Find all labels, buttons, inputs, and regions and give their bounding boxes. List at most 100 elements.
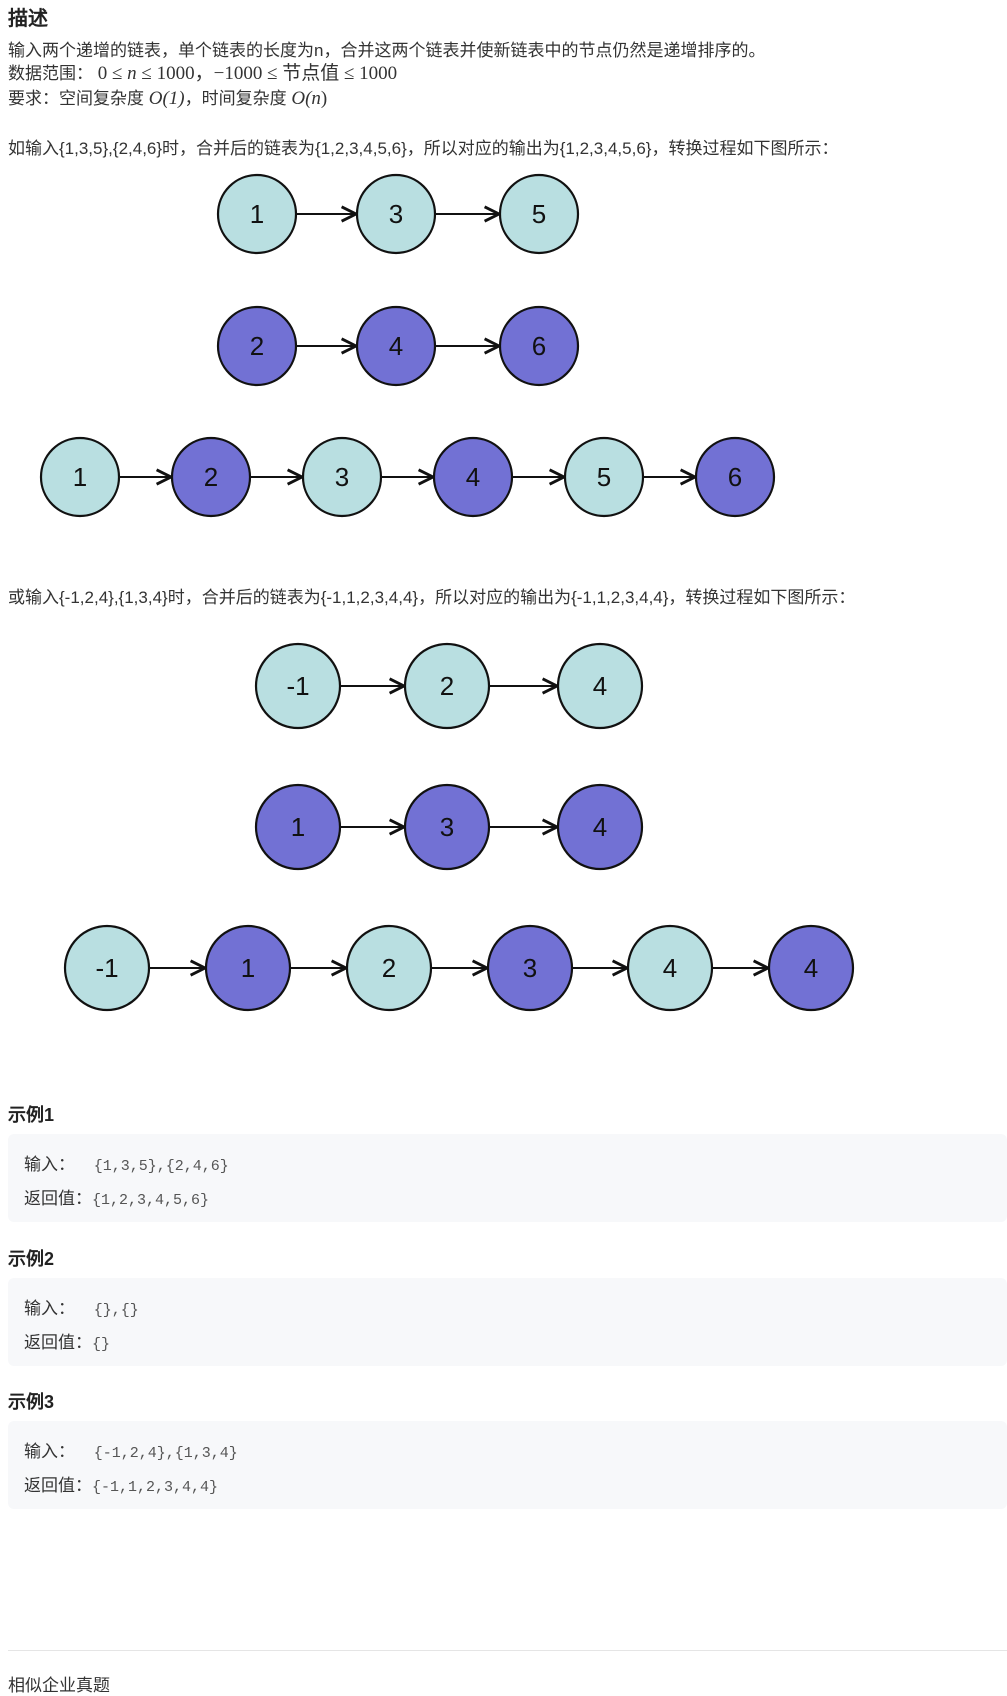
node-label: 6 [532, 331, 546, 361]
example-2-title: 示例2 [8, 1249, 55, 1269]
list-node: 5 [563, 436, 645, 518]
list-node: 4 [767, 924, 855, 1012]
node-label: 5 [597, 462, 611, 492]
space-complexity: O(1) [148, 88, 185, 109]
linked-list: -1 2 4 [254, 642, 644, 730]
node-label: -1 [286, 671, 309, 701]
node-circle [403, 642, 491, 730]
node-circle [345, 924, 433, 1012]
example-1-title: 示例1 [8, 1105, 55, 1125]
list-node: 4 [626, 924, 714, 1012]
output-value: {} [92, 1336, 111, 1353]
node-circle [498, 173, 580, 255]
input-label: 输入： [24, 1155, 75, 1174]
example-2-output: 返回值：{} [24, 1328, 110, 1353]
node-label: 4 [593, 812, 607, 842]
node-label: 2 [440, 671, 454, 701]
node-circle [563, 436, 645, 518]
node-circle [403, 783, 491, 871]
node-circle [626, 924, 714, 1012]
merge-diagram-1: 1 3 5 2 4 6 1 2 3 4 5 6 [39, 173, 776, 518]
node-circle [432, 436, 514, 518]
list-node: 3 [486, 924, 574, 1012]
node-label: 6 [728, 462, 742, 492]
data-range-formula: 0 ≤ n ≤ 1000，−1000 ≤ 节点值 ≤ 1000 [97, 63, 398, 84]
list-node: 1 [39, 436, 121, 518]
node-label: 4 [593, 671, 607, 701]
node-label: 3 [440, 812, 454, 842]
list-node: 4 [355, 305, 437, 387]
example-explanation-1: 如输入{1,3,5},{2,4,6}时，合并后的链表为{1,2,3,4,5,6}… [8, 139, 839, 158]
node-circle [767, 924, 855, 1012]
node-label: 2 [204, 462, 218, 492]
node-circle [216, 173, 298, 255]
list-node: 1 [254, 783, 342, 871]
requirement-separator: ，时间复杂度 [184, 89, 292, 108]
node-label: 2 [250, 331, 264, 361]
node-label: 1 [291, 812, 305, 842]
example-explanation-2: 或输入{-1,2,4},{1,3,4}时，合并后的链表为{-1,1,2,3,4,… [8, 588, 856, 607]
example-1-box: 输入： {1,3,5},{2,4,6} 返回值：{1,2,3,4,5,6} [8, 1134, 1007, 1222]
list-node: 2 [403, 642, 491, 730]
node-circle [486, 924, 574, 1012]
list-node: -1 [63, 924, 151, 1012]
node-label: 4 [663, 953, 677, 983]
node-label: 1 [73, 462, 87, 492]
list-node: 2 [170, 436, 252, 518]
output-label: 返回值： [24, 1333, 92, 1352]
node-circle [355, 305, 437, 387]
node-circle [694, 436, 776, 518]
section-divider [8, 1650, 1007, 1651]
input-label: 输入： [24, 1299, 75, 1318]
linked-list: 1 3 5 [216, 173, 580, 255]
example-2-input: 输入： {},{} [24, 1294, 139, 1319]
example-3-input: 输入： {-1,2,4},{1,3,4} [24, 1437, 238, 1462]
node-circle [556, 642, 644, 730]
list-node: 6 [498, 305, 580, 387]
example-3-title: 示例3 [8, 1392, 55, 1412]
list-node: 5 [498, 173, 580, 255]
output-label: 返回值： [24, 1476, 92, 1495]
output-value: {1,2,3,4,5,6} [92, 1192, 210, 1209]
list-node: 3 [355, 173, 437, 255]
node-circle [216, 305, 298, 387]
similar-questions-link[interactable]: 相似企业真题 [8, 1676, 110, 1695]
complexity-requirement: 要求：空间复杂度 O(1)，时间复杂度 O(n) [8, 84, 327, 110]
node-label: 3 [389, 199, 403, 229]
time-complexity: O(n) [291, 88, 328, 109]
list-node: 4 [556, 783, 644, 871]
input-value: {1,3,5},{2,4,6} [93, 1158, 229, 1175]
node-circle [254, 642, 342, 730]
data-range-label: 数据范围： [8, 64, 93, 83]
node-circle [39, 436, 121, 518]
linked-list: 2 4 6 [216, 305, 580, 387]
list-node: 3 [403, 783, 491, 871]
input-label: 输入： [24, 1442, 75, 1461]
node-circle [301, 436, 383, 518]
input-value: {-1,2,4},{1,3,4} [93, 1445, 238, 1462]
node-circle [355, 173, 437, 255]
list-node: 3 [301, 436, 383, 518]
problem-statement: 输入两个递增的链表，单个链表的长度为n，合并这两个链表并使新链表中的节点仍然是递… [8, 41, 766, 60]
list-node: 1 [216, 173, 298, 255]
example-1-input: 输入： {1,3,5},{2,4,6} [24, 1150, 229, 1175]
output-value: {-1,1,2,3,4,4} [92, 1479, 219, 1496]
node-label: 1 [241, 953, 255, 983]
list-node: 1 [204, 924, 292, 1012]
node-label: 3 [335, 462, 349, 492]
node-label: 5 [532, 199, 546, 229]
list-node: 4 [432, 436, 514, 518]
node-label: 4 [804, 953, 818, 983]
node-label: 2 [382, 953, 396, 983]
description-heading: 描述 [8, 8, 48, 30]
list-node: 4 [556, 642, 644, 730]
example-2-box: 输入： {},{} 返回值：{} [8, 1278, 1007, 1366]
example-3-output: 返回值：{-1,1,2,3,4,4} [24, 1471, 218, 1496]
requirement-label: 要求：空间复杂度 [8, 89, 149, 108]
list-node: 2 [345, 924, 433, 1012]
list-node: 2 [216, 305, 298, 387]
node-label: 4 [466, 462, 480, 492]
node-circle [254, 783, 342, 871]
node-circle [63, 924, 151, 1012]
node-circle [498, 305, 580, 387]
